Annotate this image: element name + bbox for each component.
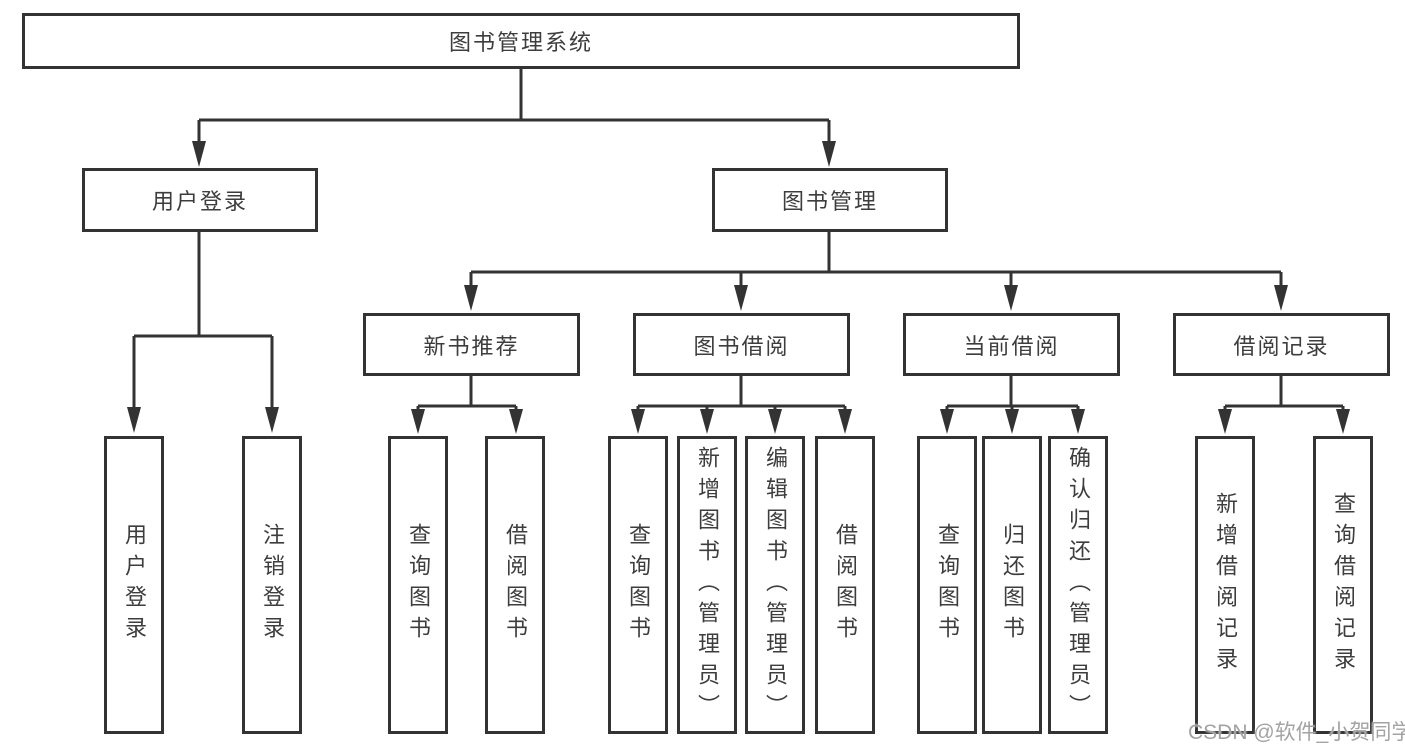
leaf-user-login-label: 用户登录 [122,523,147,647]
leaf-add-borrow-record-label: 新增借阅记录 [1213,492,1238,678]
leaf-edit-book-admin: 编辑图书（管理员） [745,436,805,734]
arrowhead-icon [940,409,954,434]
node-book-borrowing: 图书借阅 [633,313,850,376]
node-borrowing-records-label: 借阅记录 [1233,333,1330,359]
leaf-query-borrow-record-label: 查询借阅记录 [1331,492,1356,678]
leaf-add-borrow-record: 新增借阅记录 [1195,436,1255,734]
arrowhead-icon [631,409,645,434]
connector-paths [132,68,1345,411]
leaf-return-books: 归还图书 [982,436,1042,734]
leaf-logout: 注销登录 [242,436,302,734]
leaf-borrow-books-borrowing-label: 借阅图书 [833,523,858,647]
node-current-borrowing: 当前借阅 [903,313,1120,376]
arrowhead-icon [1218,409,1232,434]
node-borrowing-records: 借阅记录 [1173,313,1390,376]
leaf-logout-label: 注销登录 [260,523,285,647]
node-new-book-recommend-label: 新书推荐 [423,333,520,359]
leaf-query-books-recommend-label: 查询图书 [406,523,431,647]
leaf-query-books-borrowing: 查询图书 [608,436,668,734]
arrowhead-icon [838,409,852,434]
leaf-query-books-current-label: 查询图书 [935,523,960,647]
node-root: 图书管理系统 [22,13,1020,69]
node-user-login-label: 用户登录 [151,189,248,214]
leaf-add-book-admin: 新增图书（管理员） [677,436,737,734]
node-new-book-recommend: 新书推荐 [363,313,580,376]
arrowhead-icon [1005,409,1019,434]
leaf-edit-book-admin-label: 编辑图书（管理员） [763,445,788,725]
leaf-add-book-admin-label: 新增图书（管理员） [695,445,720,725]
leaf-borrow-books-recommend-label: 借阅图书 [503,523,528,647]
arrowhead-icon [1336,409,1350,434]
leaf-query-books-recommend: 查询图书 [388,436,448,734]
leaf-user-login: 用户登录 [104,436,164,734]
arrowhead-icon [768,409,782,434]
leaf-confirm-return-admin: 确认归还（管理员） [1048,436,1108,734]
leaf-borrow-books-recommend: 借阅图书 [485,436,545,734]
leaf-return-books-label: 归还图书 [1000,523,1025,647]
leaf-query-books-current: 查询图书 [917,436,977,734]
node-book-management-label: 图书管理 [781,189,878,214]
leaf-borrow-books-borrowing: 借阅图书 [815,436,875,734]
arrowhead-icon [822,141,836,167]
arrowhead-icon [192,141,206,167]
arrowhead-icon [734,285,748,311]
arrowhead-icon [265,407,279,433]
arrowhead-icon [1274,285,1288,311]
arrowhead-icon [1071,409,1085,434]
arrowhead-icon [411,409,425,434]
arrowhead-icon [700,409,714,434]
arrowhead-icon [509,409,523,434]
node-user-login: 用户登录 [82,168,318,232]
arrowheads [127,141,1350,434]
node-current-borrowing-label: 当前借阅 [963,333,1060,359]
arrowhead-icon [127,407,141,433]
leaf-confirm-return-admin-label: 确认归还（管理员） [1066,445,1091,725]
node-book-management: 图书管理 [712,168,948,232]
arrowhead-icon [464,285,478,311]
leaf-query-books-borrowing-label: 查询图书 [626,523,651,647]
node-root-label: 图书管理系统 [448,30,593,55]
node-book-borrowing-label: 图书借阅 [693,333,790,359]
arrowhead-icon [1004,285,1018,311]
watermark: CSDN @软件_小贺同学 [1188,721,1405,744]
leaf-query-borrow-record: 查询借阅记录 [1313,436,1373,734]
